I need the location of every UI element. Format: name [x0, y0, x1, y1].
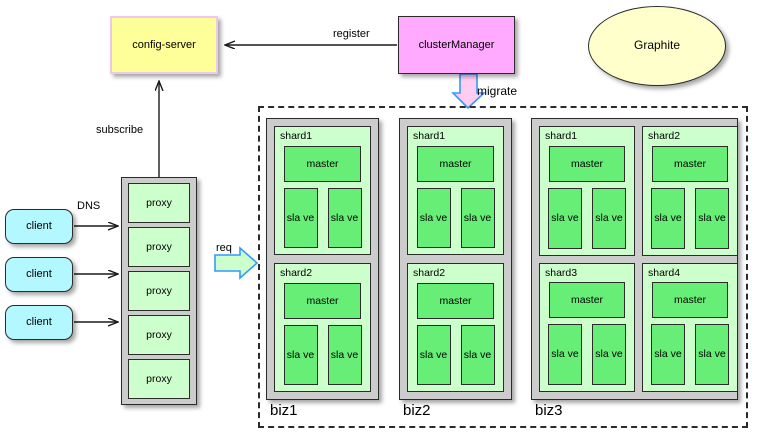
- biz-cluster-biz3: shard1 master sla ve sla ve shard2 maste…: [531, 118, 738, 400]
- slave-node[interactable]: sla ve: [283, 324, 318, 385]
- master-node[interactable]: master: [417, 145, 494, 182]
- slave-node[interactable]: sla ve: [592, 324, 626, 385]
- client-node-2[interactable]: client: [5, 257, 73, 292]
- slave-row: sla ve sla ve: [648, 187, 732, 249]
- master-node[interactable]: master: [284, 145, 361, 182]
- slave-node[interactable]: sla ve: [548, 324, 582, 385]
- biz-label-biz3: biz3: [535, 402, 563, 419]
- biz-label-biz2: biz2: [403, 402, 431, 419]
- edge-label-subscribe: subscribe: [96, 124, 144, 136]
- slave-node[interactable]: sla ve: [460, 187, 495, 248]
- shard-title: shard2: [413, 267, 446, 279]
- slave-row: sla ve sla ve: [413, 324, 498, 385]
- slave-row: sla ve sla ve: [280, 187, 365, 248]
- slave-node[interactable]: sla ve: [416, 324, 451, 385]
- shard-title: shard1: [413, 130, 446, 142]
- slave-node[interactable]: sla ve: [460, 324, 495, 385]
- biz-cluster-biz1: shard1 master sla ve sla ve shard2 maste…: [266, 118, 379, 400]
- cluster-manager-node[interactable]: clusterManager: [398, 16, 515, 74]
- client-node-1[interactable]: client: [5, 209, 73, 244]
- slave-node[interactable]: sla ve: [651, 187, 685, 249]
- shard-box[interactable]: shard3 master sla ve sla ve: [539, 262, 635, 392]
- slave-node[interactable]: sla ve: [695, 187, 729, 249]
- proxy-node[interactable]: proxy: [128, 315, 190, 355]
- shard-title: shard1: [280, 130, 313, 142]
- slave-node[interactable]: sla ve: [548, 187, 582, 249]
- master-node[interactable]: master: [549, 282, 625, 319]
- shard-box[interactable]: shard2 master sla ve sla ve: [274, 263, 371, 392]
- proxy-node[interactable]: proxy: [128, 183, 190, 223]
- proxy-node[interactable]: proxy: [128, 227, 190, 267]
- shard-box[interactable]: shard1 master sla ve sla ve: [539, 126, 635, 256]
- slave-node[interactable]: sla ve: [327, 187, 362, 248]
- edge-label-req: req: [216, 242, 232, 254]
- shard-box[interactable]: shard4 master sla ve sla ve: [642, 262, 738, 392]
- backend-zone-boundary: [258, 106, 748, 428]
- slave-node[interactable]: sla ve: [695, 324, 729, 385]
- master-node[interactable]: master: [417, 282, 494, 319]
- slave-row: sla ve sla ve: [413, 187, 498, 248]
- edge-label-migrate: migrate: [477, 84, 518, 98]
- proxy-node[interactable]: proxy: [128, 271, 190, 311]
- shard-title: shard2: [648, 130, 681, 142]
- shard-title: shard1: [545, 130, 578, 142]
- master-node[interactable]: master: [549, 145, 625, 182]
- shard-box[interactable]: shard1 master sla ve sla ve: [407, 126, 504, 255]
- master-node[interactable]: master: [652, 282, 728, 319]
- slave-row: sla ve sla ve: [648, 324, 732, 385]
- slave-node[interactable]: sla ve: [651, 324, 685, 385]
- slave-row: sla ve sla ve: [545, 187, 629, 249]
- slave-node[interactable]: sla ve: [283, 187, 318, 248]
- shard-box[interactable]: shard1 master sla ve sla ve: [274, 126, 371, 255]
- master-node[interactable]: master: [284, 282, 361, 319]
- proxy-cluster-container: proxy proxy proxy proxy proxy: [121, 177, 197, 405]
- biz-label-biz1: biz1: [270, 402, 298, 419]
- slave-node[interactable]: sla ve: [416, 187, 451, 248]
- config-server-node[interactable]: config-server: [110, 16, 218, 74]
- shard-box[interactable]: shard2 master sla ve sla ve: [642, 126, 738, 256]
- shard-title: shard3: [545, 266, 578, 279]
- master-node[interactable]: master: [652, 145, 728, 182]
- slave-node[interactable]: sla ve: [592, 187, 626, 249]
- slave-node[interactable]: sla ve: [327, 324, 362, 385]
- shard-box[interactable]: shard2 master sla ve sla ve: [407, 263, 504, 392]
- shard-title: shard4: [648, 266, 681, 279]
- shard-title: shard2: [280, 267, 313, 279]
- edge-label-register: register: [333, 28, 370, 40]
- proxy-node[interactable]: proxy: [128, 359, 190, 399]
- slave-row: sla ve sla ve: [280, 324, 365, 385]
- client-node-3[interactable]: client: [5, 305, 73, 340]
- slave-row: sla ve sla ve: [545, 324, 629, 385]
- graphite-node[interactable]: Graphite: [588, 6, 726, 86]
- biz-cluster-biz2: shard1 master sla ve sla ve shard2 maste…: [399, 118, 512, 400]
- edge-label-dns: DNS: [77, 200, 101, 212]
